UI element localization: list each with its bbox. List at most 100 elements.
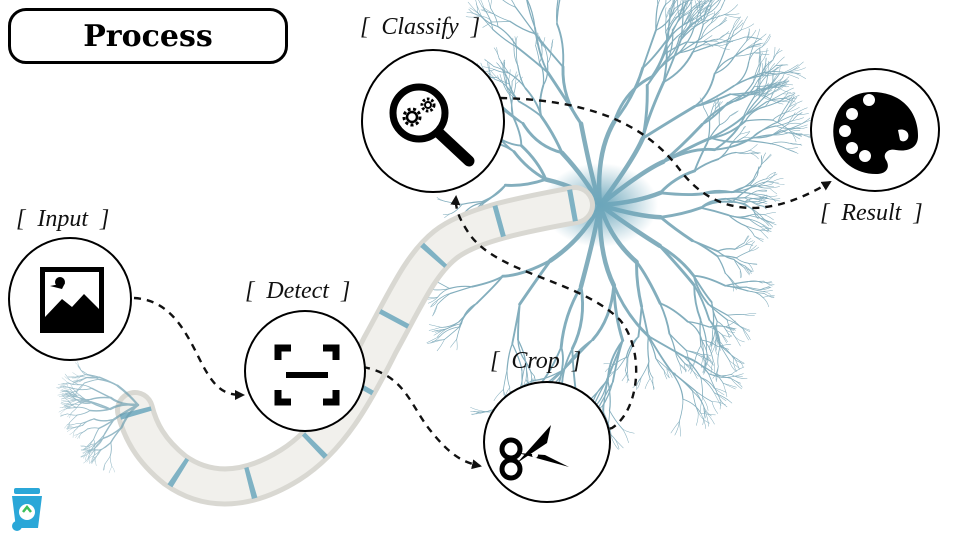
dendrite-branch [458, 302, 478, 323]
dendrite-branch [67, 375, 76, 378]
dendrite-branch [665, 0, 672, 5]
dendrite-branch [745, 240, 754, 245]
dendrite-branch [757, 72, 771, 89]
dendrite-branch [612, 75, 653, 123]
dendrite-branch [716, 255, 726, 274]
dendrite-branch [763, 280, 773, 287]
dendrite-branch [511, 0, 516, 8]
dendrite-branch [760, 95, 770, 101]
dendrite-branch [499, 74, 504, 84]
palette-icon [833, 92, 918, 174]
dendrite-branch [743, 313, 757, 315]
dendrite-branch [609, 410, 623, 429]
dendrite-branch [79, 428, 88, 434]
dendrite-branch [742, 328, 751, 341]
dendrite-branch [722, 382, 728, 397]
dendrite-branch [700, 22, 712, 39]
dendrite-branch [733, 19, 743, 31]
detect-label-text: Detect [266, 278, 329, 304]
dendrite-branch [754, 181, 773, 186]
dendrite-branch [673, 0, 676, 10]
dendrite-branch [64, 422, 70, 429]
dendrite-branch [79, 367, 86, 375]
dendrite-branch [795, 113, 809, 115]
dendrite-branch [439, 326, 460, 337]
dendrite-branch [64, 389, 71, 392]
dendrite-branch [668, 36, 681, 58]
dendrite-branch [709, 106, 714, 122]
dendrite-branch [769, 187, 778, 195]
dendrite-branch [760, 229, 772, 232]
dendrite-branch [745, 238, 752, 245]
dendrite-branch [789, 130, 801, 140]
detect-node [244, 310, 366, 432]
dendrite-branch [708, 325, 726, 328]
dendrite-branch [760, 83, 770, 90]
dendrite-branch [734, 52, 755, 57]
dendrite-branch [786, 147, 798, 150]
dendrite-branch [706, 342, 714, 361]
dendrite-branch [761, 219, 770, 227]
dendrite-branch [733, 22, 744, 31]
dendrite-branch [705, 40, 720, 43]
dendrite-branch [665, 8, 670, 19]
dendrite-branch [702, 397, 709, 411]
dendrite-branch [710, 360, 714, 375]
dendrite-branch [502, 70, 510, 85]
dendrite-branch [700, 355, 708, 365]
dendrite-branch [770, 64, 784, 73]
dendrite-branch [88, 448, 94, 454]
dendrite-branch [710, 137, 748, 143]
dendrite-branch [641, 29, 657, 69]
dendrite-branch [712, 366, 719, 379]
dendrite-branch [91, 456, 94, 462]
dendrite-branch [763, 183, 774, 186]
bracket-close: ] [470, 14, 481, 40]
dendrite-branch [502, 82, 511, 96]
dendrite-branch [702, 39, 715, 43]
dendrite-branch [662, 51, 694, 84]
dendrite-branch [792, 112, 803, 121]
dendrite-branch [729, 360, 737, 372]
dendrite-branch [57, 386, 66, 390]
dendrite-branch [704, 410, 709, 427]
dendrite-branch [717, 143, 732, 160]
dendrite-branch [61, 377, 69, 383]
dendrite-branch [69, 403, 79, 406]
dendrite-branch [655, 358, 665, 371]
dendrite-branch [91, 457, 95, 464]
dendrite-branch [62, 403, 69, 408]
dendrite-branch [67, 427, 74, 432]
dendrite-branch [706, 120, 711, 144]
dendrite-branch [668, 333, 688, 352]
dendrite-branch [734, 244, 746, 250]
dendrite-branch [657, 0, 660, 6]
dendrite-branch [787, 122, 801, 125]
bracket-close: ] [340, 278, 351, 304]
dendrite-branch [761, 223, 769, 231]
dendrite-branch [772, 48, 780, 61]
dendrite-branch [94, 449, 101, 458]
dendrite-branch [490, 0, 492, 9]
magnifier-gears-icon [389, 83, 475, 167]
dendrite-branch [711, 0, 715, 5]
dendrite-branch [93, 418, 115, 422]
dendrite-branch [718, 41, 731, 47]
dendrite-branch [427, 297, 438, 300]
dendrite-branch [571, 347, 577, 390]
dendrite-branch [777, 113, 796, 123]
dendrite-branch [95, 433, 106, 445]
dendrite-branch [769, 186, 780, 189]
dendrite-branch [612, 283, 625, 342]
dendrite-branch [762, 83, 773, 99]
classify-label-text: Classify [381, 14, 459, 40]
recycle-bin-icon [12, 488, 42, 531]
dendrite-branch [663, 370, 668, 380]
dendrite-branch [659, 206, 703, 219]
dendrite-branch [546, 71, 583, 126]
dendrite-branch [757, 201, 768, 205]
dendrite-branch [777, 76, 790, 86]
dendrite-branch [74, 423, 82, 431]
dendrite-branch [709, 370, 732, 379]
dendrite-branch [512, 83, 517, 98]
